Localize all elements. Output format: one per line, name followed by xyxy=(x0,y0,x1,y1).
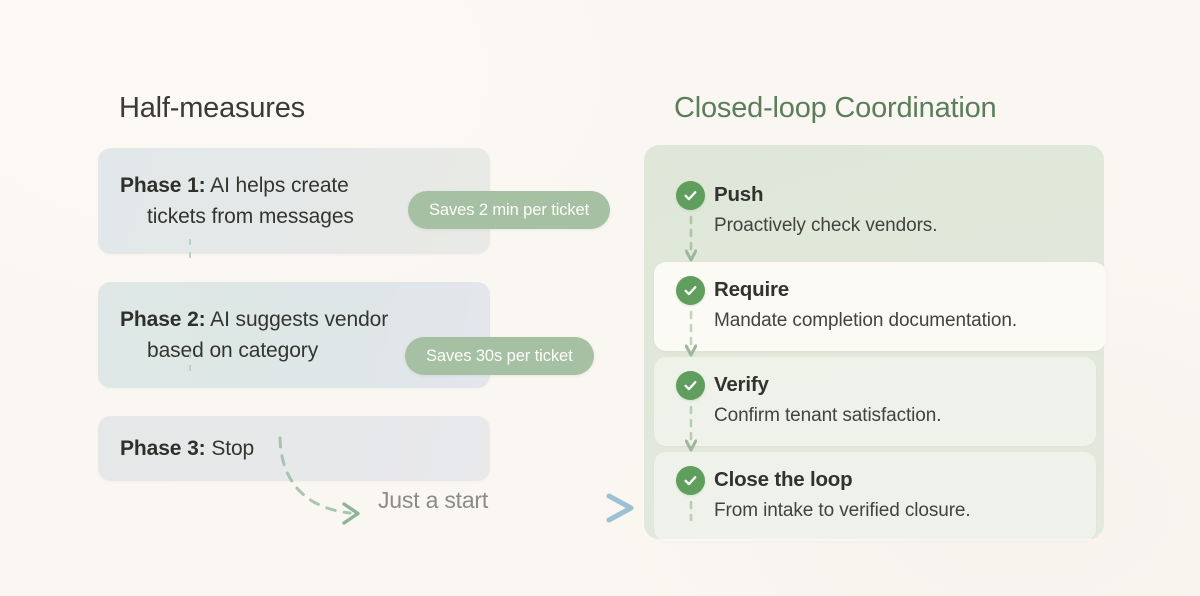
loop-desc: Proactively check vendors. xyxy=(714,215,938,236)
loop-title: Require xyxy=(714,278,789,301)
loop-title: Push xyxy=(714,183,764,206)
phase-card-2[interactable]: Phase 2: AI suggests vendor based on cat… xyxy=(98,282,594,388)
phase-1-label: Phase 1: xyxy=(120,174,206,197)
loop-title: Verify xyxy=(714,373,769,396)
phase-2-line-1: Phase 2: AI suggests vendor xyxy=(120,304,464,335)
phase-2-text-1: AI suggests vendor xyxy=(205,308,389,331)
phase-card-1[interactable]: Phase 1: AI helps create tickets from me… xyxy=(98,148,611,254)
loop-connector-arrow-icon xyxy=(685,405,697,452)
closed-loop-panel: Push Proactively check vendors. Require … xyxy=(644,145,1106,541)
loop-desc: Mandate completion documentation. xyxy=(714,310,1018,331)
loop-connector-arrow-icon xyxy=(685,310,697,357)
savings-pill-2: Saves 30s per ticket xyxy=(405,337,594,375)
just-a-start-row: Just a start xyxy=(268,432,634,542)
loop-desc: Confirm tenant satisfaction. xyxy=(714,405,942,426)
loop-item-require[interactable]: Require Mandate completion documentation… xyxy=(654,262,1106,357)
half-measures-column: Phase 1: AI helps create tickets from me… xyxy=(98,148,611,481)
savings-pill-1: Saves 2 min per ticket xyxy=(408,191,611,229)
phase-connector-2-3 xyxy=(189,352,191,371)
phase-2-label: Phase 2: xyxy=(120,308,206,331)
phase-3-line-1: Phase 3: Stop xyxy=(120,433,464,464)
phase-connector-1-2 xyxy=(189,239,191,258)
loop-title: Close the loop xyxy=(714,468,853,491)
phase-3-label: Phase 3: xyxy=(120,437,206,460)
loop-item-verify[interactable]: Verify Confirm tenant satisfaction. xyxy=(654,357,1096,452)
curved-dashed-arrow-icon xyxy=(278,436,360,525)
phase-3-text-1: Stop xyxy=(205,437,255,460)
check-circle-icon xyxy=(676,466,705,495)
check-circle-icon xyxy=(676,371,705,400)
phase-1-line-2: tickets from messages xyxy=(147,205,354,228)
right-column-heading: Closed-loop Coordination xyxy=(674,92,997,124)
phase-card-3[interactable]: Phase 3: Stop xyxy=(98,416,490,481)
just-a-start-label: Just a start xyxy=(378,487,489,513)
left-column-heading: Half-measures xyxy=(119,92,305,124)
loop-desc: From intake to verified closure. xyxy=(714,500,971,521)
loop-connector-stub-icon xyxy=(689,500,693,522)
loop-connector-arrow-icon xyxy=(685,215,697,262)
check-circle-icon xyxy=(676,181,705,210)
loop-item-push[interactable]: Push Proactively check vendors. xyxy=(654,167,1104,262)
loop-item-close-the-loop[interactable]: Close the loop From intake to verified c… xyxy=(654,452,1096,541)
check-circle-icon xyxy=(676,276,705,305)
phase-1-line-1: Phase 1: AI helps create xyxy=(120,170,464,201)
straight-gradient-arrow-icon xyxy=(513,493,634,523)
phase-1-text-1: AI helps create xyxy=(205,174,349,197)
